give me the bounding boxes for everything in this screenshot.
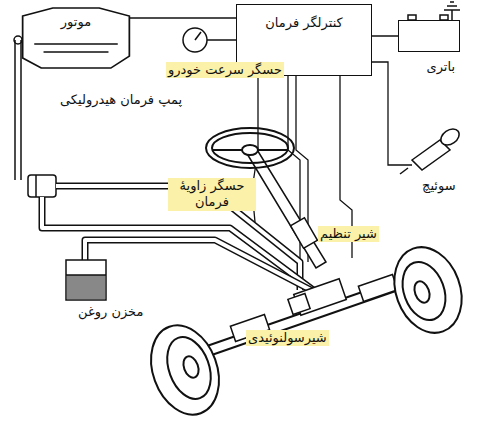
drive-belt xyxy=(20,40,22,180)
wire-connector xyxy=(372,35,398,37)
engine-block: موتور xyxy=(18,4,134,72)
right-wheel xyxy=(383,238,473,343)
ignition-key xyxy=(400,126,462,174)
speed-sensor-gauge xyxy=(195,32,201,40)
hydraulic-pump xyxy=(28,175,56,197)
wire-connector xyxy=(130,17,236,19)
right-wheel xyxy=(395,256,453,326)
speed-sensor-gauge xyxy=(207,39,236,41)
steering-column xyxy=(246,148,326,268)
drive-belt xyxy=(14,40,16,180)
left-wheel xyxy=(181,354,202,379)
control-wires xyxy=(358,62,412,165)
hydraulic-hoses xyxy=(85,240,330,300)
steering-wheel xyxy=(258,149,287,151)
battery-box: باتری xyxy=(398,20,460,52)
steering-rack xyxy=(288,294,310,315)
left-wheel xyxy=(159,331,218,405)
ignition-key xyxy=(438,126,462,149)
oil-reservoir xyxy=(66,260,106,300)
steering-wheel xyxy=(206,128,294,168)
left-wheel xyxy=(139,316,231,424)
drive-belt xyxy=(14,36,22,44)
battery-ground xyxy=(408,2,460,20)
valve-label: شیر تنظیم xyxy=(318,226,379,242)
hydraulic-pump xyxy=(28,175,56,197)
rack-boot xyxy=(358,275,397,302)
drive-belt xyxy=(14,36,22,180)
battery-ground xyxy=(444,9,460,11)
control-wires xyxy=(252,62,412,262)
battery-ground xyxy=(451,10,453,20)
hydraulic-hoses xyxy=(85,240,330,300)
left-wheel xyxy=(139,316,231,424)
battery-ground xyxy=(447,5,457,7)
sensor-label: حسگر سرعت خودرو xyxy=(166,62,284,78)
node-text: کنترلگر فرمان xyxy=(237,15,371,31)
oil-reservoir xyxy=(67,275,105,299)
steering-wheel xyxy=(206,128,294,168)
ignition-key xyxy=(400,168,408,174)
steering-column xyxy=(291,218,318,249)
speed-sensor-gauge xyxy=(183,28,207,52)
pump-label: پمپ فرمان هیدرولیکی xyxy=(58,92,184,108)
speed-sensor-gauge xyxy=(183,28,236,52)
battery-ground xyxy=(450,1,454,3)
hydraulic-pump xyxy=(35,175,37,197)
steering-rack xyxy=(205,275,412,352)
right-wheel xyxy=(412,279,433,304)
right-wheel xyxy=(383,238,473,343)
steering-column xyxy=(246,148,326,268)
oil-reservoir xyxy=(66,274,106,276)
steering-wheel xyxy=(213,149,242,151)
reservoir-label: مخزن روغن xyxy=(76,304,145,320)
valve-label: شیرسولنوئیدی xyxy=(246,330,329,346)
oil-reservoir xyxy=(66,260,106,300)
switch-label: سوئیچ xyxy=(420,178,458,194)
node-text: موتور xyxy=(18,14,134,30)
steering-wheel xyxy=(212,133,288,163)
node-text: باتری xyxy=(426,59,455,75)
steering-wheel xyxy=(242,145,258,155)
sensor-label: حسگر زاویهٔ فرمان xyxy=(168,178,256,211)
